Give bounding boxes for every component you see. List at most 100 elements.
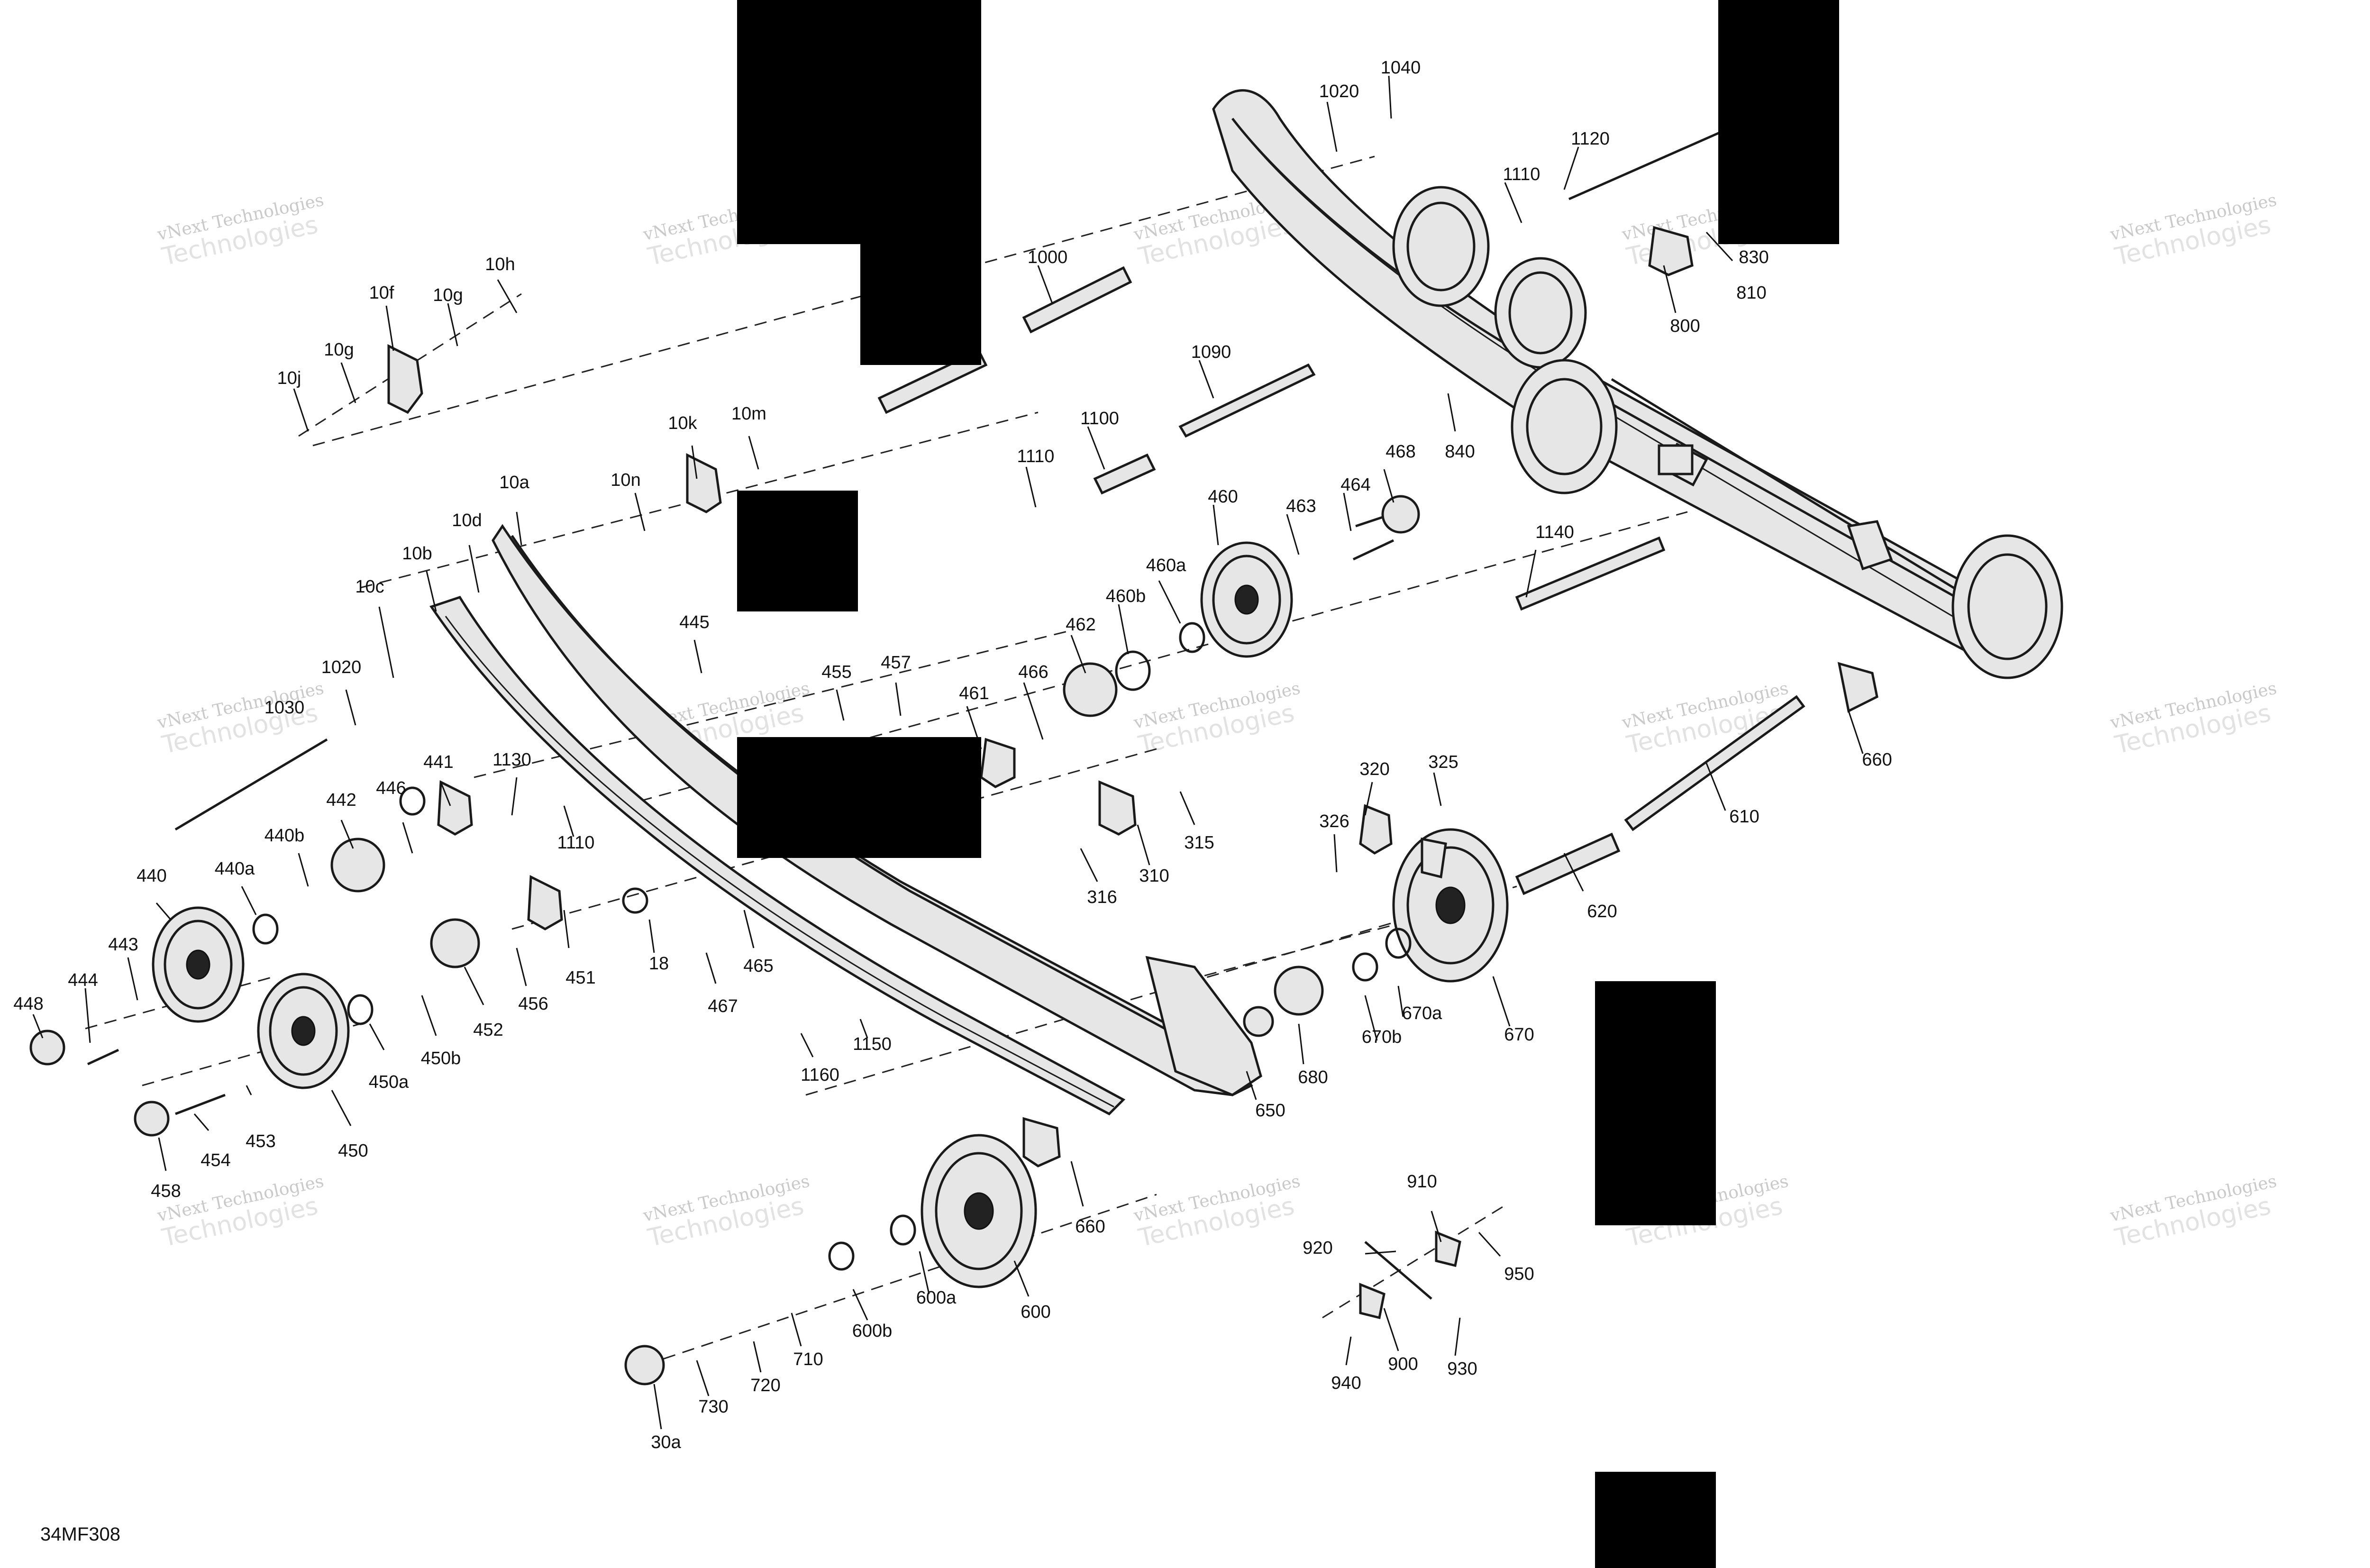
- callout-325: 325: [1428, 752, 1458, 772]
- wheel-far-rear: [1951, 534, 2063, 679]
- callout-460a: 460a: [1146, 556, 1186, 575]
- small-parts: [29, 226, 1878, 1386]
- callout-600: 600: [1021, 1302, 1050, 1322]
- callout-950: 950: [1504, 1264, 1534, 1284]
- callout-463: 463: [1286, 496, 1316, 516]
- callout-930: 930: [1447, 1359, 1477, 1379]
- callout-455: 455: [821, 662, 851, 682]
- callout-600a: 600a: [916, 1288, 957, 1308]
- callout-710: 710: [793, 1349, 823, 1369]
- callout-461: 461: [959, 684, 989, 703]
- callout-467: 467: [708, 996, 738, 1016]
- callout-1160: 1160: [801, 1065, 839, 1085]
- callout-10a: 10a: [499, 473, 529, 492]
- callout-680: 680: [1298, 1067, 1328, 1087]
- callout-450: 450: [338, 1141, 368, 1161]
- callout-670: 670: [1504, 1025, 1534, 1045]
- callout-460: 460: [1208, 487, 1238, 507]
- callout-446: 446: [376, 778, 406, 798]
- callout-660: 660: [1862, 750, 1892, 770]
- callout-1090: 1090: [1191, 342, 1231, 362]
- callout-443: 443: [108, 935, 138, 955]
- wheel-far-2: [1494, 257, 1587, 369]
- callout-650: 650: [1255, 1101, 1285, 1121]
- callout-10d: 10d: [452, 511, 482, 530]
- callout-316: 316: [1087, 887, 1117, 907]
- callout-720: 720: [750, 1376, 780, 1395]
- callout-670a: 670a: [1402, 1003, 1442, 1023]
- callout-457: 457: [881, 653, 911, 673]
- wheel-far-1: [1392, 186, 1490, 307]
- callout-610: 610: [1729, 807, 1759, 827]
- wheels: [152, 186, 2063, 1288]
- callout-830: 830: [1739, 247, 1768, 267]
- callout-1110: 1110: [1503, 164, 1540, 184]
- callout-670b: 670b: [1362, 1027, 1402, 1047]
- callout-310: 310: [1139, 866, 1169, 886]
- callout-441: 441: [423, 752, 453, 772]
- callout-444: 444: [68, 970, 98, 990]
- callout-456: 456: [518, 994, 548, 1014]
- callout-940: 940: [1331, 1373, 1361, 1393]
- callout-460b: 460b: [1106, 586, 1146, 606]
- callout-30a: 30a: [651, 1432, 681, 1452]
- callout-labels: 1040102011201110830810800840100010901100…: [13, 58, 1892, 1452]
- diagram-code: 34MF308: [40, 1524, 120, 1545]
- callout-315: 315: [1184, 833, 1214, 853]
- wheel-far-3: [1511, 359, 1618, 494]
- callout-452: 452: [473, 1020, 503, 1040]
- wheel-600: [921, 1134, 1037, 1288]
- callout-440b: 440b: [264, 826, 305, 846]
- callout-462: 462: [1066, 615, 1095, 635]
- callout-465: 465: [743, 956, 773, 976]
- callout-442: 442: [326, 790, 356, 810]
- callout-910: 910: [1407, 1172, 1437, 1192]
- callout-10m: 10m: [731, 404, 766, 424]
- slider-strip: [429, 596, 1126, 1116]
- callout-10n: 10n: [611, 470, 640, 490]
- callout-10c: 10c: [355, 577, 384, 597]
- callout-10g: 10g: [324, 340, 354, 360]
- callout-1100: 1100: [1080, 409, 1119, 428]
- callout-1020: 1020: [1319, 82, 1359, 101]
- callout-450b: 450b: [421, 1048, 461, 1068]
- callout-840: 840: [1445, 442, 1475, 462]
- leader-lines: [32, 75, 1864, 1430]
- callout-1020: 1020: [321, 657, 362, 677]
- callout-1110: 1110: [557, 833, 595, 853]
- near-side-rail: [492, 524, 1262, 1096]
- callout-326: 326: [1319, 811, 1349, 831]
- callout-448: 448: [13, 994, 43, 1014]
- callout-458: 458: [151, 1181, 181, 1201]
- callout-450a: 450a: [369, 1072, 409, 1092]
- callout-464: 464: [1340, 475, 1370, 495]
- callout-920: 920: [1303, 1238, 1332, 1258]
- callout-10g: 10g: [433, 285, 463, 305]
- callout-810: 810: [1736, 283, 1766, 303]
- wheel-440: [152, 906, 245, 1023]
- callout-800: 800: [1670, 316, 1700, 336]
- callout-1150: 1150: [853, 1034, 892, 1054]
- callout-1110: 1110: [1017, 447, 1055, 466]
- callout-1030: 1030: [264, 698, 305, 718]
- callout-453: 453: [246, 1131, 275, 1151]
- callout-10h: 10h: [485, 255, 515, 274]
- callout-620: 620: [1587, 902, 1617, 921]
- callout-1130: 1130: [492, 750, 531, 770]
- callout-440a: 440a: [215, 859, 255, 879]
- callout-1120: 1120: [1571, 129, 1610, 149]
- callout-900: 900: [1388, 1354, 1418, 1374]
- callout-454: 454: [201, 1150, 230, 1170]
- callout-10k: 10k: [668, 413, 697, 433]
- callout-468: 468: [1386, 442, 1415, 462]
- callout-10j: 10j: [277, 368, 301, 388]
- callout-10f: 10f: [369, 283, 394, 303]
- callout-1000: 1000: [1028, 247, 1068, 267]
- wheel-450: [257, 973, 350, 1089]
- callout-445: 445: [679, 612, 709, 632]
- shafts: [174, 127, 1805, 895]
- callout-730: 730: [698, 1397, 728, 1417]
- callout-451: 451: [565, 968, 595, 988]
- wheel-670: [1392, 828, 1509, 983]
- wheel-460: [1200, 541, 1293, 658]
